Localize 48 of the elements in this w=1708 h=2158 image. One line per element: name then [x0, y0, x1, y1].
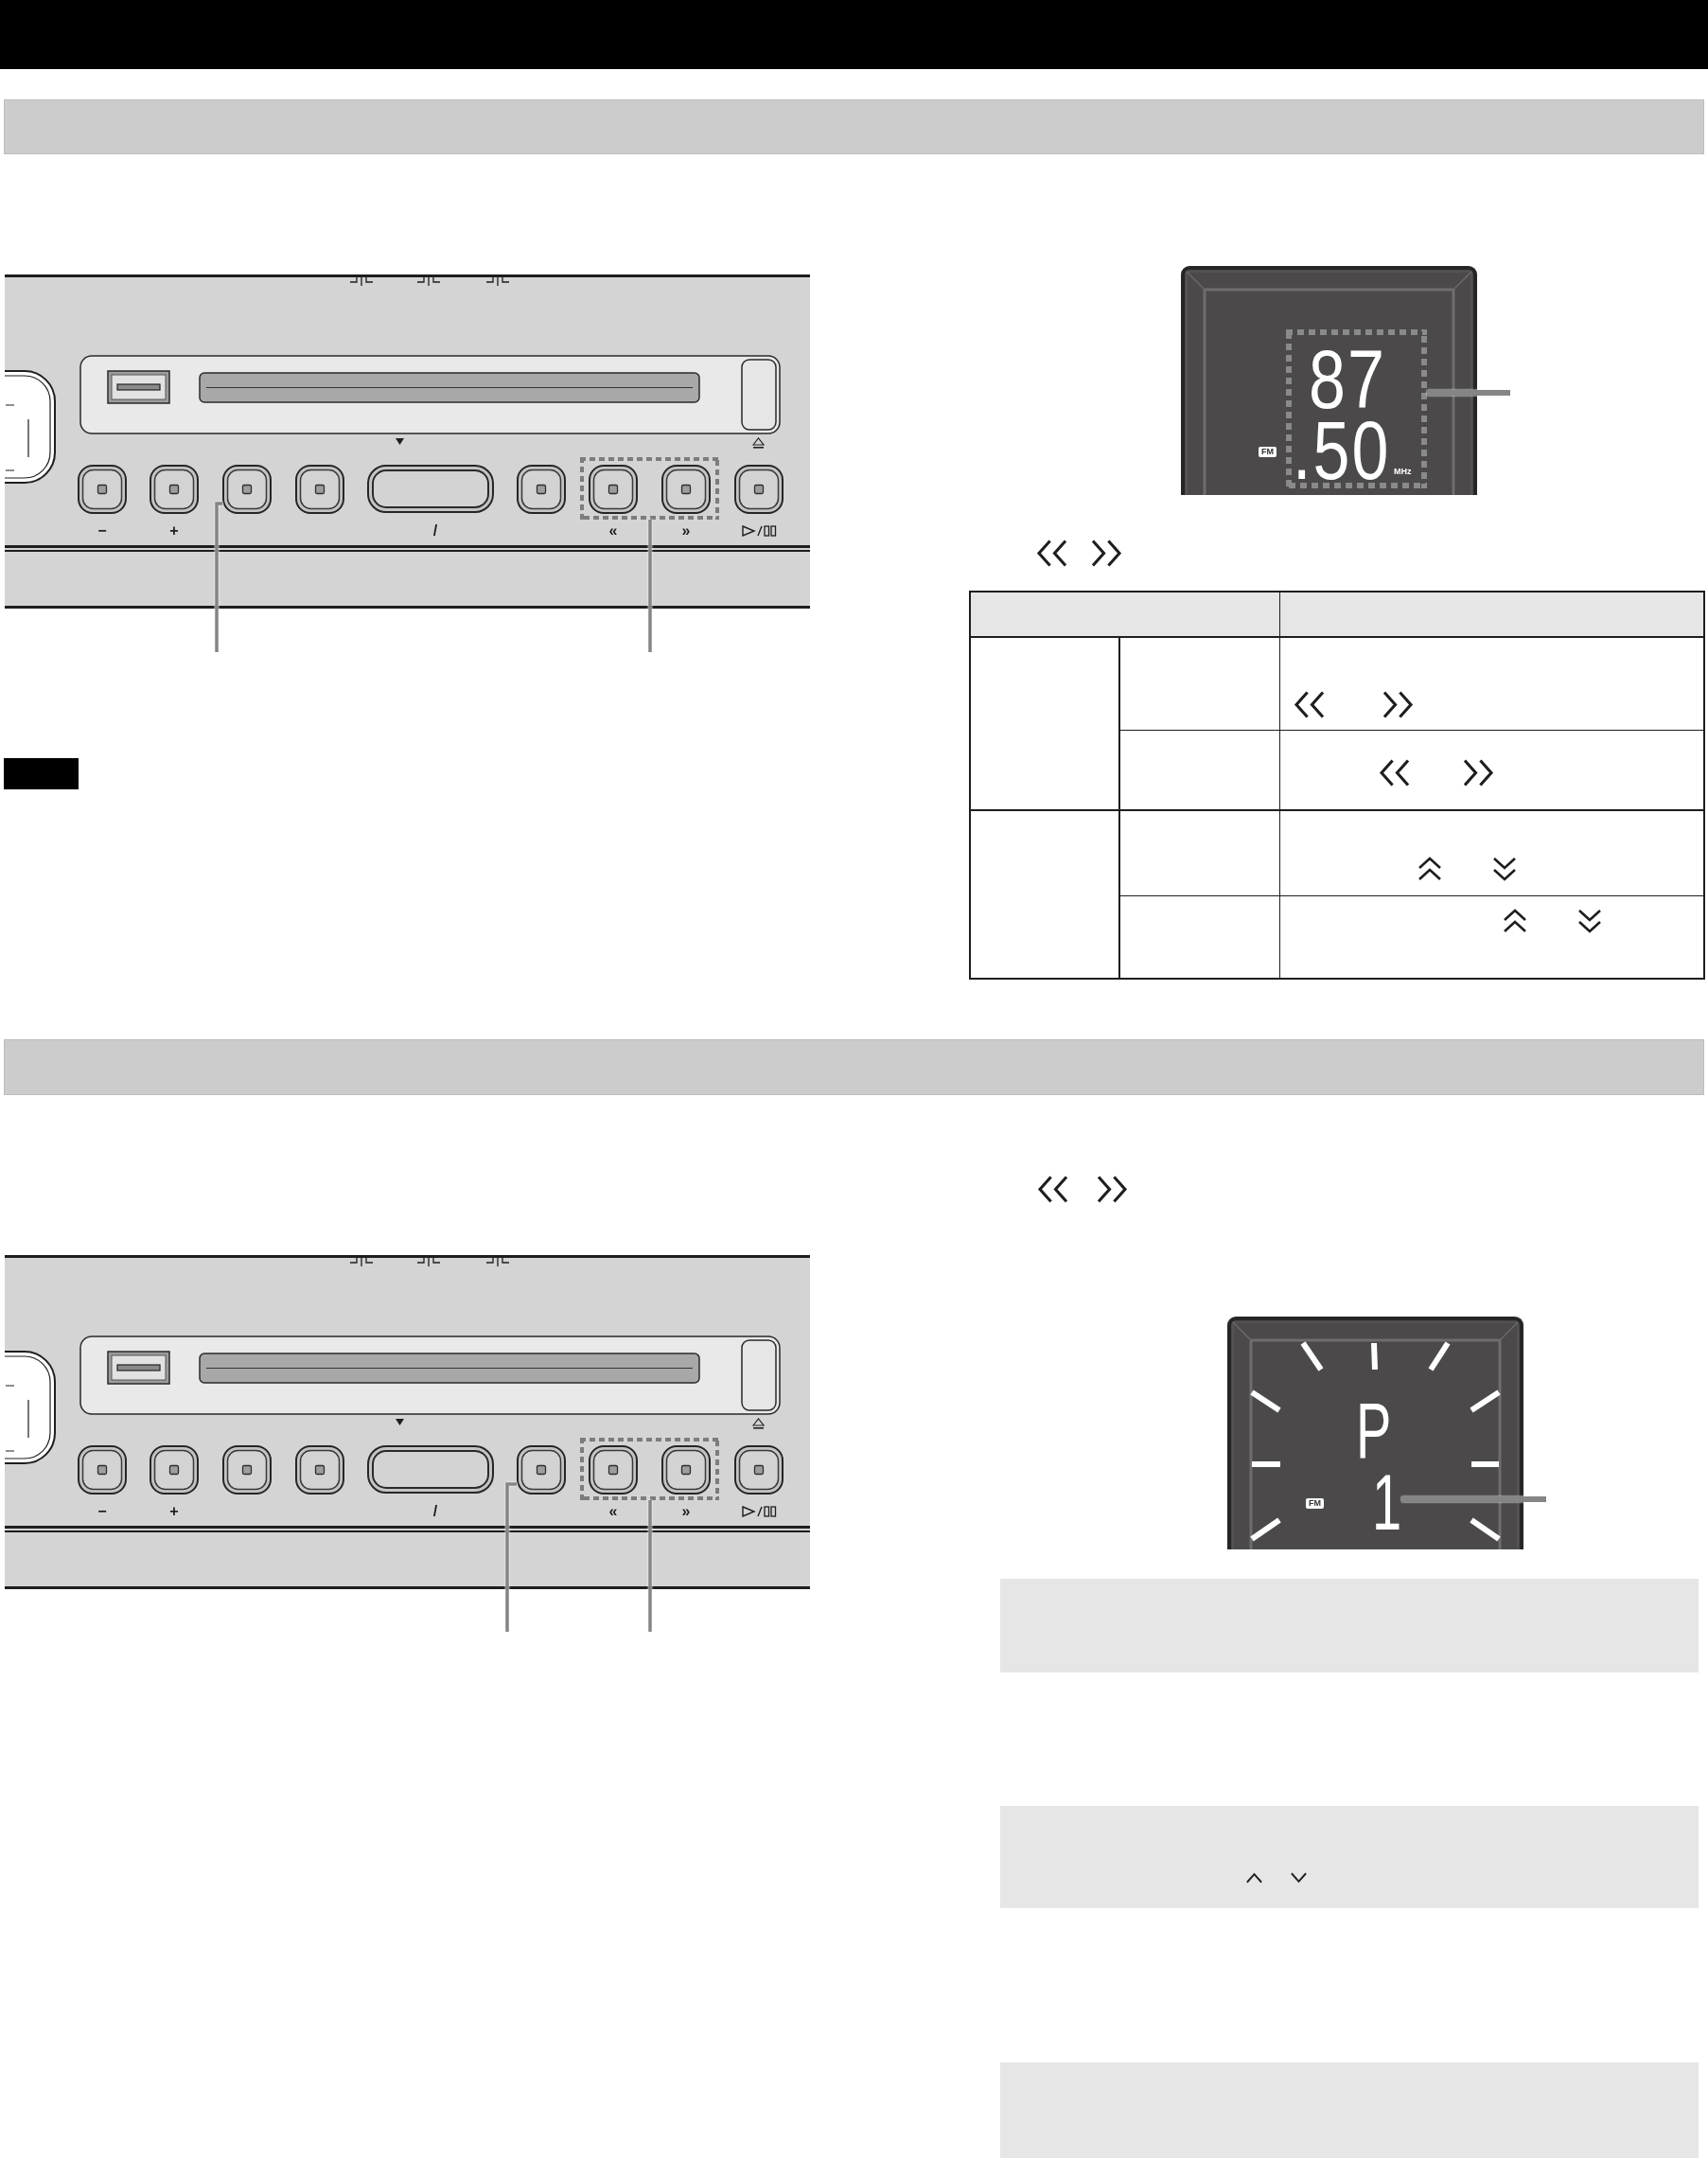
panel-button — [150, 1445, 199, 1495]
note-box — [1000, 2062, 1699, 2158]
button-label: « — [607, 1502, 619, 1521]
panel-button — [367, 465, 494, 513]
leader-line — [1401, 1496, 1546, 1502]
panel-button — [78, 1445, 127, 1495]
panel-button — [517, 1445, 566, 1495]
button-label: « — [607, 522, 619, 540]
panel-button — [150, 465, 199, 514]
unit-label: MHz — [1394, 467, 1412, 477]
leader-line — [215, 502, 222, 652]
leader-line — [1427, 390, 1510, 396]
panel-button — [222, 465, 272, 514]
panel-button — [517, 465, 566, 514]
dashed-highlight-frame — [580, 1438, 719, 1500]
button-label: − — [97, 522, 108, 540]
button-label: / — [431, 522, 439, 540]
preset-number: 1 — [1372, 1470, 1402, 1535]
button-label: » — [680, 1502, 692, 1521]
band-indicator: FM — [1306, 1498, 1324, 1509]
panel-button — [78, 465, 127, 514]
button-label: + — [168, 1502, 180, 1521]
frequency-digits: .50 — [1293, 418, 1391, 483]
button-label: » — [680, 522, 692, 540]
button-label: / — [431, 1502, 439, 1521]
button-label: + — [168, 522, 180, 540]
note-tag — [4, 758, 79, 789]
leader-line — [648, 520, 652, 652]
panel-button — [734, 1445, 784, 1495]
leader-line — [505, 1482, 517, 1632]
note-box — [1000, 1579, 1699, 1672]
panel-button — [367, 1445, 494, 1494]
panel-button — [589, 1445, 638, 1495]
band-indicator: FM — [1259, 447, 1277, 457]
panel-button — [589, 465, 638, 514]
panel-button — [295, 465, 344, 514]
button-label: − — [97, 1502, 108, 1521]
panel-button — [734, 465, 784, 514]
leader-line — [648, 1500, 652, 1632]
panel-button — [222, 1445, 272, 1495]
panel-button — [661, 465, 711, 514]
dashed-highlight-frame — [580, 457, 719, 520]
dashed-highlight-frame — [1286, 329, 1427, 488]
panel-button — [661, 1445, 711, 1495]
display-character: P — [1356, 1398, 1392, 1463]
panel-button — [295, 1445, 344, 1495]
frequency-digits: 87 — [1309, 347, 1386, 412]
note-box — [1000, 1806, 1699, 1908]
